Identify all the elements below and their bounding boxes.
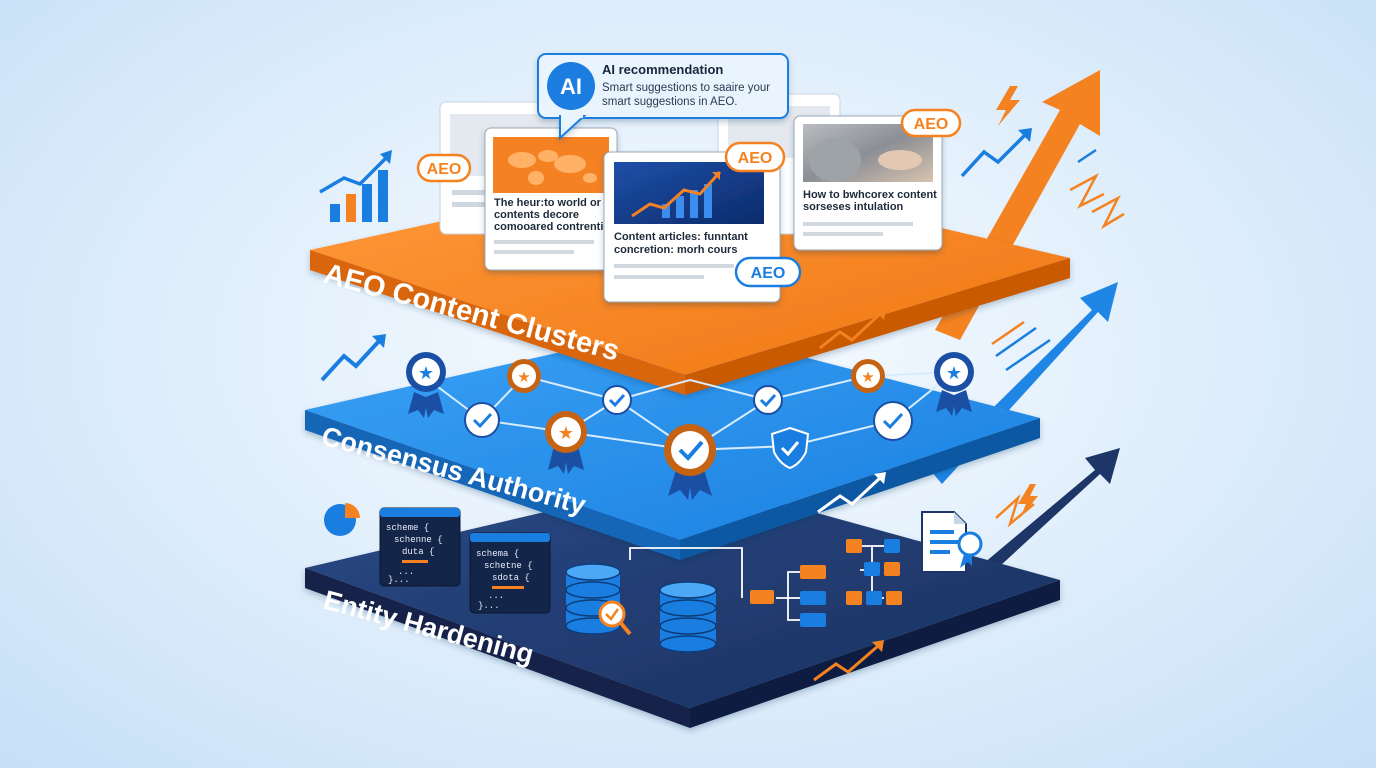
code1-line5: }...	[388, 575, 410, 585]
code-window-icon: schema { schetne { sdota { ... }...	[469, 532, 551, 614]
map-card-line3: comooared contrention	[494, 221, 617, 233]
world-map-icon	[508, 150, 597, 185]
trend-arrow-icon	[960, 128, 1032, 178]
shield-check-icon	[770, 426, 810, 470]
check-circle-icon	[464, 402, 500, 438]
trend-arrow-icon	[320, 334, 386, 382]
aeo-badge-chart-bottom[interactable]: AEO	[734, 256, 802, 288]
lightning-icon	[1069, 172, 1125, 230]
ai-icon: AI	[547, 62, 595, 110]
screen-bar-chart-icon	[662, 184, 712, 218]
svg-text:★: ★	[558, 423, 574, 444]
trend-arrow-icon	[819, 308, 886, 350]
aeo-badge-chart-top-text: AEO	[738, 150, 773, 167]
trend-arrow-icon	[817, 472, 886, 514]
check-circle-icon	[753, 385, 783, 415]
check-circle-icon	[873, 401, 913, 441]
aeo-badge-chart-bottom-text: AEO	[751, 265, 786, 282]
content-card-map[interactable]: The heur:to world or contents decore com…	[484, 127, 618, 271]
map-card-line1: The heur:to world or	[494, 197, 602, 209]
aeo-badge-chart-top[interactable]: AEO	[724, 141, 786, 173]
code2-line2: schetne {	[484, 561, 533, 571]
code2-line1: schema {	[476, 549, 519, 559]
svg-text:★: ★	[861, 368, 874, 386]
award-badge-icon	[664, 424, 716, 500]
award-badge-icon: ★	[934, 352, 974, 416]
code1-line4: ...	[398, 567, 414, 577]
aeo-badge-left[interactable]: AEO	[416, 153, 472, 183]
flowchart-icon	[750, 539, 902, 627]
database-check-icon	[565, 563, 632, 636]
photo-card-line1: How to bwhcorex content	[803, 189, 937, 201]
pie-chart-icon	[324, 503, 360, 536]
ai-bubble-line2: smart suggestions in AEO.	[602, 96, 738, 108]
check-circle-icon	[602, 385, 632, 415]
content-card-photo[interactable]: How to bwhcorex content sorseses intulat…	[793, 115, 943, 251]
map-card-line2: contents decore	[494, 209, 579, 221]
trend-arrow-icon	[813, 640, 884, 682]
svg-text:★: ★	[418, 363, 434, 384]
code2-line5: }...	[478, 601, 500, 611]
ai-bubble-title: AI recommendation	[602, 62, 723, 77]
ai-recommendation-bubble[interactable]: AI AI recommendation Smart suggestions t…	[537, 53, 789, 141]
award-badge-icon: ★	[545, 411, 587, 474]
lightning-icon	[996, 86, 1020, 126]
ai-icon-text: AI	[560, 74, 582, 99]
code-window-icon: scheme { schenne { duta { ... }...	[379, 507, 461, 587]
content-card-chart[interactable]: Content articles: funntant concretion: m…	[603, 151, 781, 303]
code1-line3: duta {	[402, 547, 434, 557]
award-badge-icon: ★	[406, 352, 446, 418]
chart-card-line2: concretion: morh cours	[614, 244, 737, 256]
aeo-badge-photo-text: AEO	[914, 116, 949, 133]
aeo-badge-left-text: AEO	[427, 161, 462, 178]
bar-chart-icon	[319, 150, 392, 222]
award-badge-icon: ★	[851, 359, 885, 393]
screen-trend-line	[631, 170, 722, 218]
svg-text:★: ★	[946, 363, 962, 384]
code2-line4: ...	[488, 591, 504, 601]
svg-text:★: ★	[517, 368, 530, 386]
lightning-icon	[1018, 484, 1038, 518]
photo-card-line2: sorseses intulation	[803, 201, 904, 213]
aeo-badge-photo[interactable]: AEO	[900, 108, 962, 138]
code1-line1: scheme {	[386, 523, 429, 533]
chart-card-line1: Content articles: funntant	[614, 231, 748, 243]
code2-line3: sdota {	[492, 573, 530, 583]
ai-bubble-line1: Smart suggestions to saaire your	[602, 82, 770, 94]
code1-line2: schenne {	[394, 535, 443, 545]
document-seal-icon	[921, 511, 983, 573]
database-icon	[659, 581, 717, 653]
lightning-icon	[995, 148, 1097, 372]
award-badge-icon: ★	[507, 359, 541, 393]
